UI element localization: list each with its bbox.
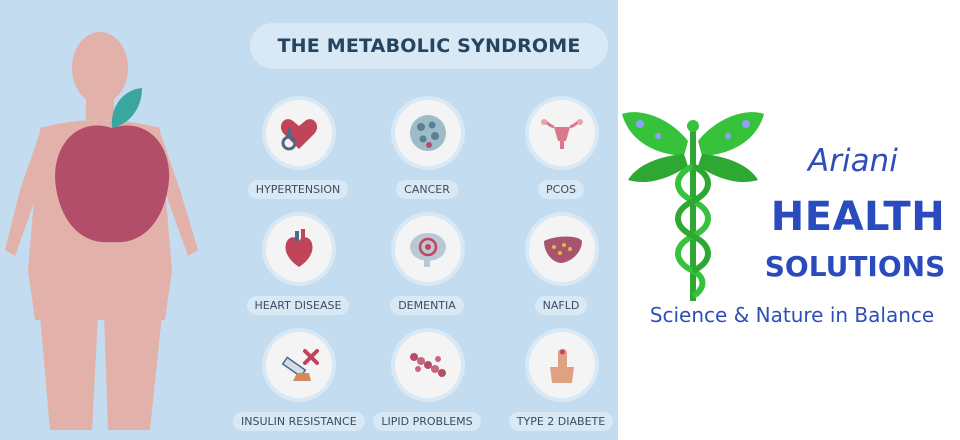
brand-tagline: Science & Nature in Balance <box>649 303 935 327</box>
condition-pcos: PCOS <box>496 100 618 212</box>
liver-icon <box>529 216 595 282</box>
syringe-cross-icon <box>266 332 332 398</box>
cell-cluster-icon <box>395 100 461 166</box>
brain-target-icon <box>395 216 461 282</box>
brand-name-solutions: SOLUTIONS <box>764 250 946 283</box>
human-body-with-apple-illustration <box>5 32 198 430</box>
condition-nafld: NAFLD <box>496 216 618 328</box>
condition-label: HEART DISEASE <box>246 296 350 315</box>
infographic-title: THE METABOLIC SYNDROME <box>277 35 581 57</box>
condition-label: HYPERTENSION <box>247 180 349 199</box>
condition-label: PCOS <box>538 180 584 199</box>
lipid-chain-icon <box>395 332 461 398</box>
finger-prick-icon <box>529 332 595 398</box>
anatomical-heart-icon <box>266 216 332 282</box>
brand-name-ariani: Ariani <box>808 143 898 179</box>
condition-lipid-problems: LIPID PROBLEMS <box>362 332 492 440</box>
condition-label: DEMENTIA <box>390 296 464 315</box>
brand-name-health: HEALTH <box>770 194 946 240</box>
caduceus-logo-icon <box>622 112 764 301</box>
condition-hypertension: HYPERTENSION <box>233 100 363 212</box>
condition-insulin-resistance: INSULIN RESISTANCE <box>233 332 365 440</box>
condition-label: LIPID PROBLEMS <box>373 412 481 431</box>
heart-stethoscope-icon <box>266 100 332 166</box>
condition-dementia: DEMENTIA <box>362 216 492 328</box>
condition-heart-disease: HEART DISEASE <box>233 216 363 328</box>
title-banner: THE METABOLIC SYNDROME <box>250 23 608 69</box>
condition-cancer: CANCER <box>362 100 492 212</box>
brand-logo-area: Ariani HEALTH SOLUTIONS Science & Nature… <box>618 0 960 440</box>
condition-label: INSULIN RESISTANCE <box>233 412 365 431</box>
metabolic-syndrome-infographic: THE METABOLIC SYNDROME HYPERTENSION CANC… <box>0 0 618 440</box>
condition-label: NAFLD <box>534 296 588 315</box>
condition-label: CANCER <box>396 180 458 199</box>
condition-label: TYPE 2 DIABETE <box>508 412 614 431</box>
condition-type-2-diabetes: TYPE 2 DIABETE <box>496 332 618 440</box>
uterus-icon <box>529 100 595 166</box>
